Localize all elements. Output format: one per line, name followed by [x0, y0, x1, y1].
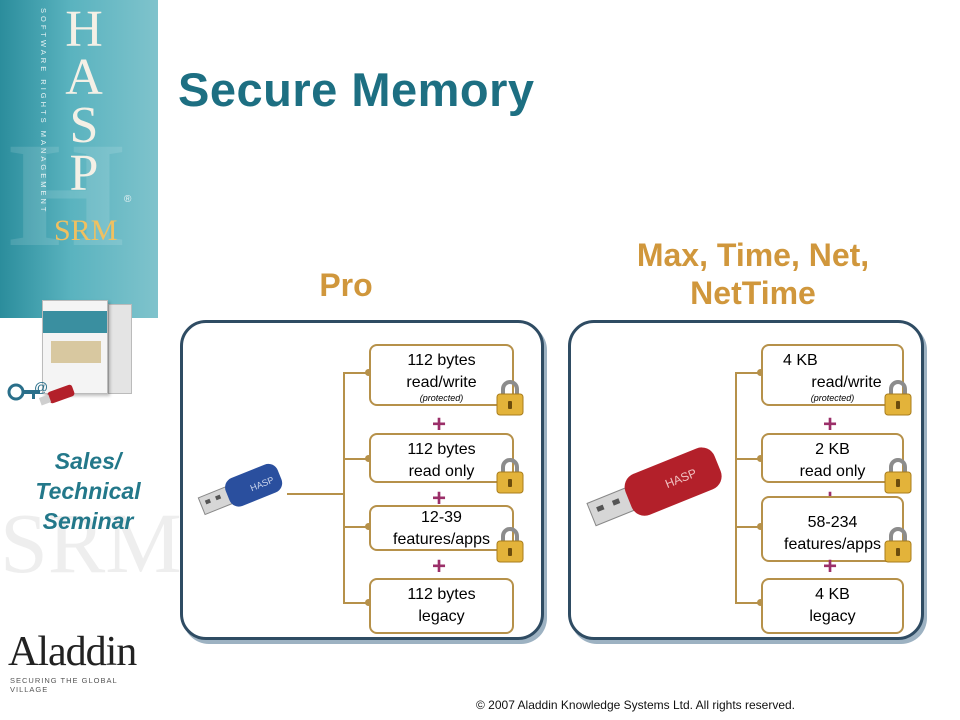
aladdin-logo: Aladdin SECURING THE GLOBAL VILLAGE — [8, 628, 158, 694]
copyright-notice: © 2007 Aladdin Knowledge Systems Ltd. Al… — [476, 698, 796, 712]
memory-note: (protected) — [419, 393, 464, 403]
company-tagline: SECURING THE GLOBAL VILLAGE — [10, 676, 118, 694]
company-name: Aladdin — [8, 629, 137, 675]
padlock-icon — [496, 527, 524, 563]
memory-box: 112 bytes read only — [369, 433, 514, 483]
plus-separator: + — [822, 411, 837, 438]
seminar-line: Technical — [35, 478, 141, 504]
sidebar: H SOFTWARE RIGHTS MANAGEMENT H A S P ® S… — [0, 0, 182, 720]
brace-arm — [343, 458, 371, 460]
box-band — [43, 311, 107, 333]
brace-dot — [365, 455, 372, 462]
brace-dot — [757, 523, 764, 530]
brand-tagline: SOFTWARE RIGHTS MANAGEMENT — [39, 8, 48, 215]
brace-arm — [343, 372, 371, 374]
box-picture — [51, 341, 101, 363]
brand-letter: H — [65, 1, 105, 58]
panel-heading-max: Max, Time, Net, NetTime — [598, 236, 908, 312]
brand-watermark: H — [8, 112, 125, 278]
memory-size: 58-234 — [807, 514, 858, 531]
box-front — [42, 300, 108, 394]
memory-size: 4 KB — [783, 352, 818, 369]
heading-line: Pro — [319, 267, 373, 303]
memory-box: 112 bytes read/write (protected) — [369, 344, 514, 406]
memory-size: 112 bytes — [407, 441, 476, 458]
key-usb-icon: @ — [7, 380, 75, 406]
memory-type: read only — [799, 463, 866, 480]
memory-size: 4 KB — [815, 586, 850, 603]
panel-pro: HASP 112 bytes read/write (protected) + … — [180, 320, 544, 640]
usb-key-body — [624, 447, 722, 516]
heading-line: NetTime — [690, 275, 816, 311]
plus-separator: + — [822, 553, 837, 580]
memory-type: legacy — [809, 608, 856, 625]
brace-line — [343, 372, 345, 604]
memory-type: legacy — [418, 608, 465, 625]
memory-box: 12-39 features/apps — [369, 505, 514, 551]
padlock-icon — [496, 380, 524, 416]
memory-note: (protected) — [810, 393, 855, 403]
brace-dot — [365, 599, 372, 606]
brace-dot — [757, 599, 764, 606]
brace-arm — [735, 526, 763, 528]
brand-logo: H A S P — [50, 1, 120, 202]
usb-key-icon: HASP — [197, 463, 283, 516]
registered-mark: ® — [124, 194, 132, 205]
usb-key-icon: HASP — [586, 447, 722, 527]
brace-arm — [735, 458, 763, 460]
brace-arm — [343, 526, 371, 528]
brace-stem — [287, 493, 343, 495]
brand-letter: S — [69, 97, 101, 154]
plus-separator: + — [431, 485, 446, 512]
heading-line: Max, Time, Net, — [636, 237, 870, 273]
brand-letter: P — [69, 145, 101, 202]
brand-banner: H SOFTWARE RIGHTS MANAGEMENT H A S P ® S… — [0, 0, 158, 318]
srm-watermark: SRM — [0, 495, 182, 591]
brace-dot — [365, 369, 372, 376]
memory-type: features/apps — [784, 536, 881, 553]
slide-title: Secure Memory — [178, 63, 535, 116]
memory-box: 4 KB read/write (protected) — [761, 344, 904, 406]
padlock-icon — [884, 380, 912, 416]
memory-type: read/write — [406, 374, 477, 391]
brace-dot — [757, 369, 764, 376]
memory-type: features/apps — [393, 531, 490, 548]
memory-type: read/write — [811, 374, 882, 391]
memory-size: 112 bytes — [407, 586, 476, 603]
product-box-image — [38, 294, 134, 400]
memory-size: 2 KB — [815, 441, 850, 458]
panel-max-time-net: HASP 4 KB read/write (protected) + 2 KB … — [568, 320, 924, 640]
memory-type: read only — [408, 463, 475, 480]
memory-box: 2 KB read only — [761, 433, 904, 483]
padlock-icon — [884, 527, 912, 563]
brace-arm — [735, 372, 763, 374]
memory-size: 12-39 — [421, 509, 462, 526]
panel-heading-pro: Pro — [296, 266, 396, 304]
memory-box: 4 KB legacy — [761, 578, 904, 634]
brace-arm — [343, 602, 371, 604]
seminar-label: Sales/ Technical Seminar — [18, 446, 158, 536]
brace-line — [735, 372, 737, 604]
plus-separator: + — [431, 411, 446, 438]
svg-text:@: @ — [34, 380, 48, 395]
brand-subtitle: SRM — [54, 214, 118, 247]
usb-key-body — [225, 463, 283, 507]
plus-separator: + — [431, 553, 446, 580]
brace-dot — [757, 455, 764, 462]
brace-dot — [365, 523, 372, 530]
memory-box: 112 bytes legacy — [369, 578, 514, 634]
padlock-icon — [496, 458, 524, 494]
brace-arm — [735, 602, 763, 604]
box-side — [108, 304, 132, 394]
memory-box: 58-234 features/apps — [761, 496, 904, 562]
padlock-icon — [884, 458, 912, 494]
seminar-line: Sales/ — [54, 448, 122, 474]
seminar-line: Seminar — [42, 508, 134, 534]
memory-size: 112 bytes — [407, 352, 476, 369]
brand-letter: A — [65, 49, 105, 106]
